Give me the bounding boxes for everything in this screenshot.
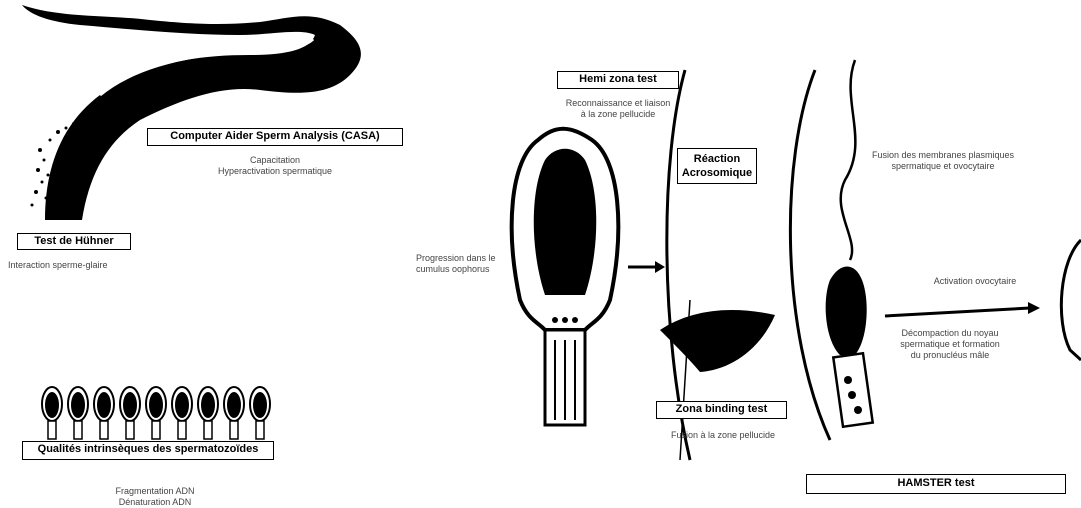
qualites-desc-line-1: Fragmentation ADN <box>85 486 225 497</box>
small-sperm <box>120 387 140 439</box>
hemizona-title: Hemi zona test <box>579 73 657 85</box>
activation-arrow <box>885 302 1040 316</box>
progression-line-1: Progression dans le <box>416 253 496 264</box>
small-sperm <box>172 387 192 439</box>
oocyte-membrane-2 <box>841 60 856 260</box>
small-sperm <box>68 387 88 439</box>
casa-desc-line-2: Hyperactivation spermatique <box>200 166 350 177</box>
casa-description: Capacitation Hyperactivation spermatique <box>200 155 350 177</box>
fusion-sperm <box>826 267 873 427</box>
acrosome-reacted-head <box>660 310 775 372</box>
oocyte-membrane-1 <box>790 70 830 440</box>
casa-label-box: Computer Aider Sperm Analysis (CASA) <box>147 128 403 146</box>
huhner-title: Test de Hühner <box>34 235 113 247</box>
qualites-title: Qualités intrinsèques des spermatozoïdes <box>38 443 259 455</box>
reaction-label-box: Réaction Acrosomique <box>677 148 757 184</box>
small-sperm <box>146 387 166 439</box>
huhner-description: Interaction sperme-glaire <box>8 260 108 271</box>
huhner-label-box: Test de Hühner <box>17 233 131 250</box>
small-sperm <box>198 387 218 439</box>
small-sperm <box>250 387 270 439</box>
zona-description: Fusion à la zone pellucide <box>652 430 794 441</box>
sperm-head-large <box>512 129 619 425</box>
fusion-line-2: spermatique et ovocytaire <box>858 161 1028 172</box>
progression-line-2: cumulus oophorus <box>416 264 496 275</box>
hamster-title: HAMSTER test <box>897 477 974 489</box>
hemizona-desc-line-1: Reconnaissance et liaison <box>550 98 686 109</box>
fusion-text: Fusion des membranes plasmiques spermati… <box>858 150 1028 172</box>
activation-text: Activation ovocytaire <box>905 276 1045 287</box>
small-sperm <box>94 387 114 439</box>
zona-label-box: Zona binding test <box>656 401 787 419</box>
reaction-title-line-2: Acrosomique <box>678 166 756 180</box>
fusion-line-1: Fusion des membranes plasmiques <box>858 150 1028 161</box>
decompaction-line-1: Décompaction du noyau <box>880 328 1020 339</box>
hamster-label-box: HAMSTER test <box>806 474 1066 494</box>
decompaction-line-2: spermatique et formation <box>880 339 1020 350</box>
small-sperm <box>224 387 244 439</box>
casa-title: Computer Aider Sperm Analysis (CASA) <box>170 130 379 142</box>
reaction-title-line-1: Réaction <box>678 152 756 166</box>
decompaction-line-3: du pronucléus mâle <box>880 350 1020 361</box>
casa-desc-line-1: Capacitation <box>200 155 350 166</box>
qualites-description: Fragmentation ADN Dénaturation ADN <box>85 486 225 508</box>
qualites-label-box: Qualités intrinsèques des spermatozoïdes <box>22 441 274 460</box>
small-sperm <box>42 387 62 439</box>
hemizona-desc-line-2: à la zone pellucide <box>550 109 686 120</box>
progression-arrow <box>628 261 665 273</box>
qualites-desc-line-2: Dénaturation ADN <box>85 497 225 508</box>
zona-title: Zona binding test <box>676 403 768 415</box>
sperm-row <box>42 387 270 439</box>
oocyte-edge-right <box>1061 240 1081 360</box>
decompaction-text: Décompaction du noyau spermatique et for… <box>880 328 1020 361</box>
cervix-illustration <box>22 5 361 220</box>
hemizona-description: Reconnaissance et liaison à la zone pell… <box>550 98 686 120</box>
progression-text: Progression dans le cumulus oophorus <box>416 253 496 275</box>
hemizona-label-box: Hemi zona test <box>557 71 679 89</box>
